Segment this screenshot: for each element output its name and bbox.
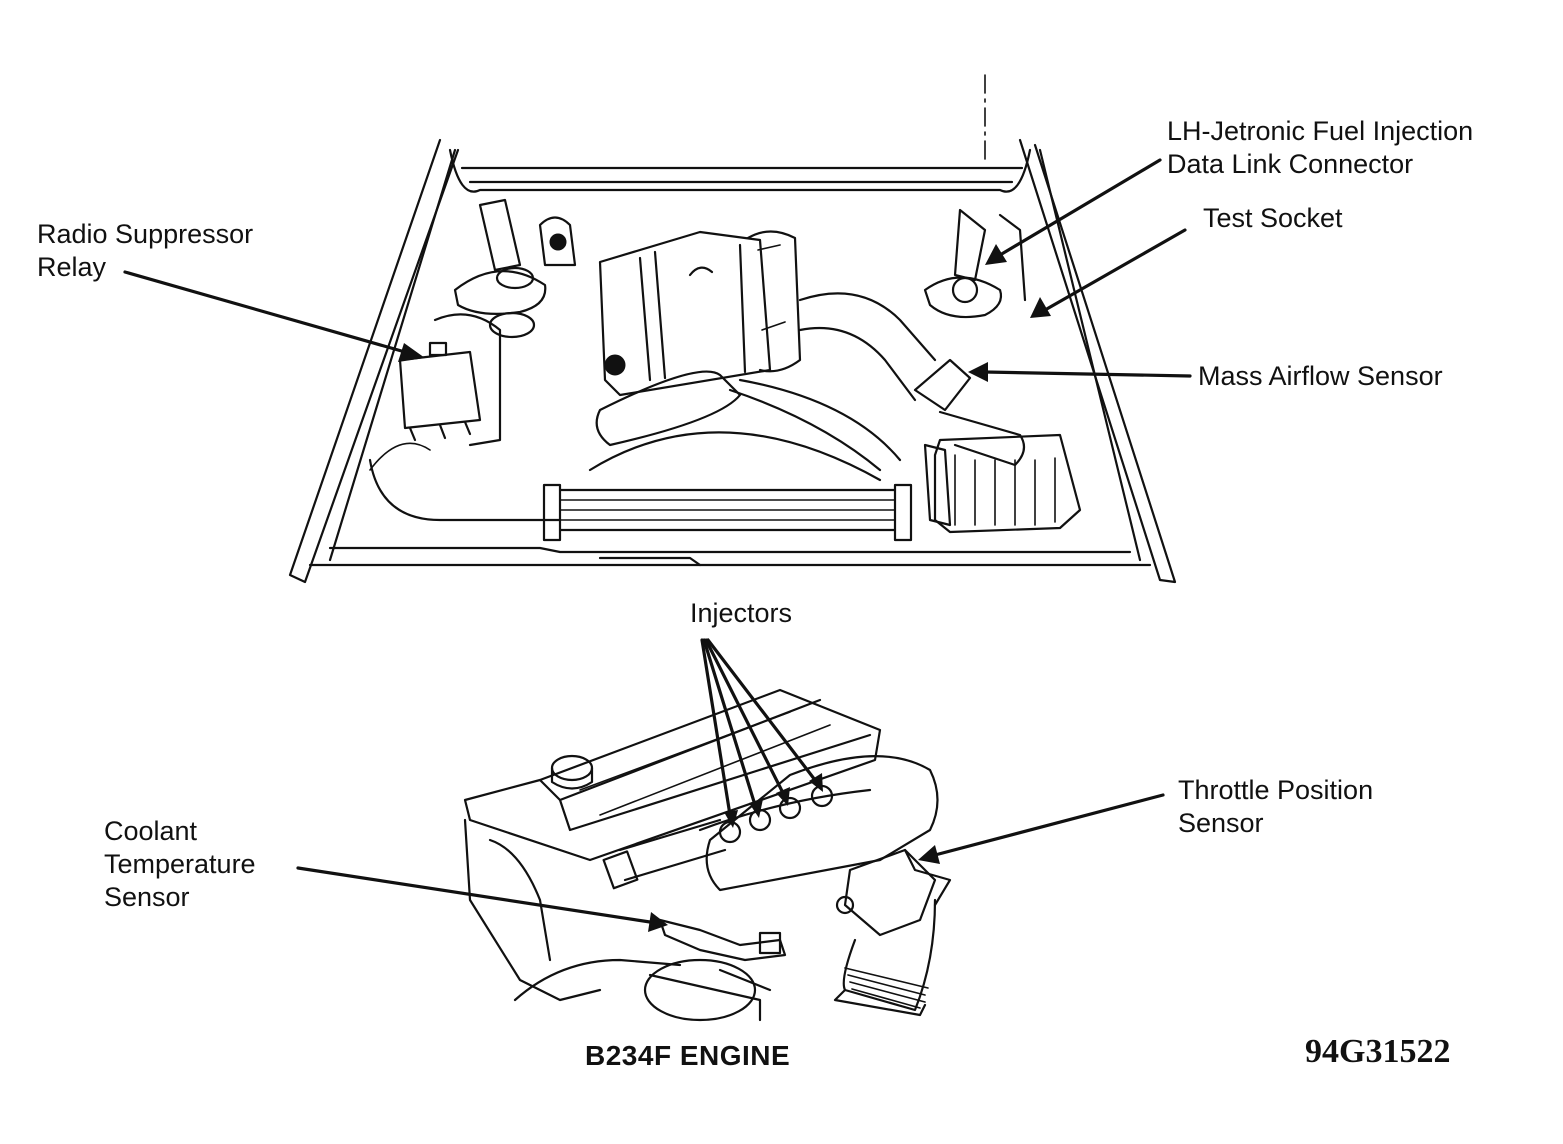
b234f-engine-drawing [463, 688, 952, 1022]
label-lh-jetronic: LH-Jetronic Fuel Injection Data Link Con… [1167, 115, 1473, 181]
label-throttle-position-sensor-line-1: Throttle Position [1178, 775, 1374, 805]
leader-lines [123, 158, 1192, 932]
label-radio-suppressor-relay-line-1: Radio Suppressor [37, 219, 254, 249]
engine-caption: B234F ENGINE [585, 1040, 791, 1071]
engine-bay-drawing [288, 74, 1177, 584]
label-coolant-temperature-sensor-line-1: Coolant [104, 816, 198, 846]
label-injectors: Injectors [690, 597, 792, 630]
label-mass-airflow-sensor: Mass Airflow Sensor [1198, 360, 1443, 393]
label-throttle-position-sensor-line-2: Sensor [1178, 808, 1264, 838]
label-throttle-position-sensor: Throttle Position Sensor [1178, 774, 1373, 840]
label-coolant-temperature-sensor-line-2: Temperature [104, 849, 256, 879]
figure-id: 94G31522 [1305, 1033, 1451, 1070]
label-injectors-text: Injectors [690, 598, 793, 628]
label-coolant-temperature-sensor-line-3: Sensor [104, 882, 190, 912]
label-lh-jetronic-line-1: LH-Jetronic Fuel Injection [1167, 116, 1474, 146]
label-radio-suppressor-relay: Radio Suppressor Relay [37, 218, 253, 284]
label-coolant-temperature-sensor: Coolant Temperature Sensor [104, 815, 256, 914]
label-test-socket-text: Test Socket [1203, 203, 1343, 233]
label-test-socket: Test Socket [1203, 202, 1343, 235]
label-mass-airflow-sensor-text: Mass Airflow Sensor [1198, 361, 1443, 391]
label-radio-suppressor-relay-line-2: Relay [37, 252, 107, 282]
label-lh-jetronic-line-2: Data Link Connector [1167, 149, 1414, 179]
